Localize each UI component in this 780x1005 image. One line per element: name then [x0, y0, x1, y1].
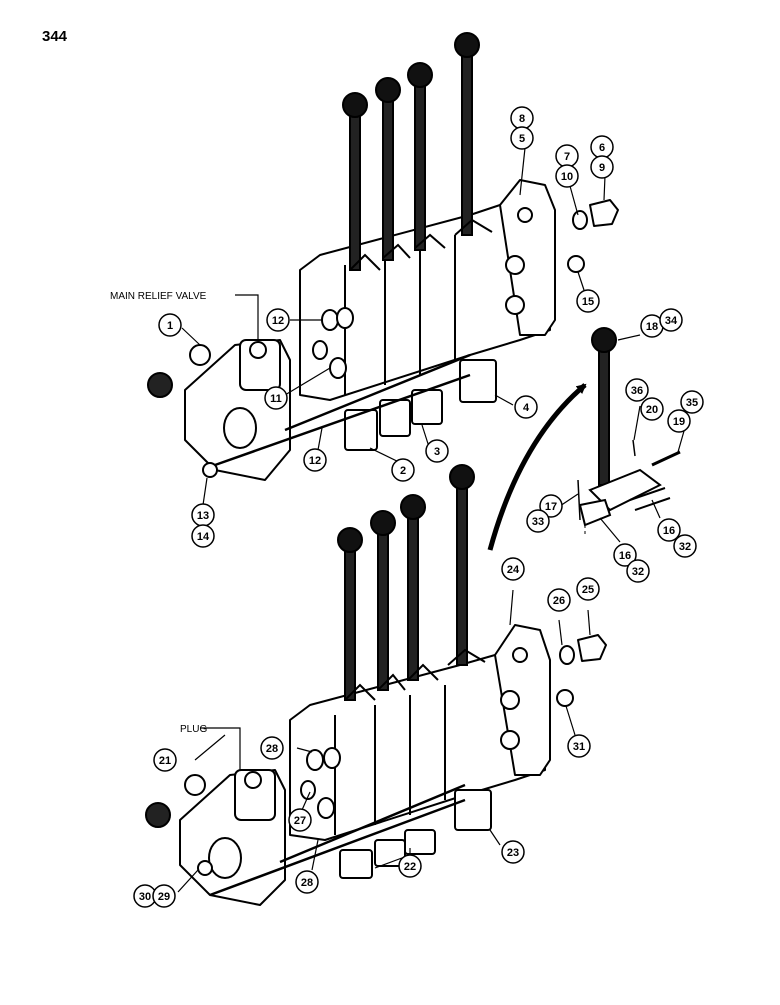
- callout-12: 12: [303, 448, 327, 472]
- svg-text:15: 15: [582, 296, 594, 308]
- callout-30-29: 30 29: [133, 884, 176, 908]
- svg-text:32: 32: [679, 541, 691, 553]
- svg-text:18: 18: [646, 321, 658, 333]
- svg-text:20: 20: [646, 404, 658, 416]
- svg-text:31: 31: [573, 741, 585, 753]
- callout-28: 28: [295, 870, 319, 894]
- svg-text:24: 24: [507, 564, 520, 576]
- callout-28: 28: [260, 736, 284, 760]
- detail-lever-linkage: [577, 327, 681, 535]
- svg-text:5: 5: [519, 133, 525, 145]
- svg-text:7: 7: [564, 151, 570, 163]
- callout-24: 24: [501, 557, 525, 581]
- callout-22: 22: [398, 854, 422, 878]
- main-relief-valve-label: MAIN RELIEF VALVE: [110, 291, 207, 302]
- callout-13-14: 13 14: [191, 503, 215, 548]
- callout-17-33: 17 33: [526, 494, 563, 533]
- callout-23: 23: [501, 840, 525, 864]
- leader-lines: [177, 147, 687, 893]
- svg-text:22: 22: [404, 861, 416, 873]
- svg-text:33: 33: [532, 516, 544, 528]
- callout-25: 25: [576, 577, 600, 601]
- svg-text:4: 4: [523, 402, 530, 414]
- svg-text:1: 1: [167, 320, 173, 332]
- svg-text:16: 16: [619, 550, 631, 562]
- svg-text:11: 11: [270, 393, 282, 405]
- stacked-callouts: 8 5 7 10 6 9 13 14 18 34 36 20: [133, 106, 704, 908]
- svg-text:13: 13: [197, 510, 209, 522]
- svg-text:23: 23: [507, 847, 519, 859]
- svg-text:9: 9: [599, 162, 605, 174]
- callout-15: 15: [576, 289, 600, 313]
- svg-text:21: 21: [159, 755, 171, 767]
- svg-text:34: 34: [665, 315, 678, 327]
- svg-text:32: 32: [632, 566, 644, 578]
- svg-text:30: 30: [139, 891, 151, 903]
- svg-text:28: 28: [266, 743, 278, 755]
- svg-text:35: 35: [686, 397, 698, 409]
- svg-text:16: 16: [663, 525, 675, 537]
- svg-text:10: 10: [561, 171, 573, 183]
- lower-valve-assembly: [145, 624, 607, 906]
- svg-text:28: 28: [301, 877, 313, 889]
- upper-control-levers: [342, 32, 493, 271]
- callout-3: 3: [425, 439, 449, 463]
- callout-16-32: 16 32: [613, 543, 650, 583]
- detail-arrow: [487, 383, 587, 551]
- page-number: 344: [42, 28, 68, 45]
- svg-text:12: 12: [309, 455, 321, 467]
- svg-text:25: 25: [582, 584, 594, 596]
- callout-27: 27: [288, 808, 312, 832]
- callout-7-10: 7 10: [555, 144, 579, 188]
- lower-control-levers: [337, 464, 486, 701]
- callout-4: 4: [514, 395, 538, 419]
- svg-text:8: 8: [519, 113, 525, 125]
- callout-6-9: 6 9: [590, 135, 614, 179]
- callouts: 1 12 11 12 4 3 2 15 24 26 25 31 21 28 27…: [153, 289, 600, 894]
- svg-text:2: 2: [400, 465, 406, 477]
- callout-26: 26: [547, 588, 571, 612]
- svg-text:12: 12: [272, 315, 284, 327]
- callout-35-19: 35 19: [667, 390, 704, 433]
- callout-2: 2: [391, 458, 415, 482]
- callout-18-34: 18 34: [640, 308, 683, 338]
- svg-text:29: 29: [158, 891, 170, 903]
- callout-11: 11: [264, 386, 288, 410]
- svg-text:3: 3: [434, 446, 440, 458]
- svg-text:36: 36: [631, 385, 643, 397]
- svg-text:6: 6: [599, 142, 605, 154]
- svg-text:19: 19: [673, 416, 685, 428]
- callout-21: 21: [153, 748, 177, 772]
- callout-16-32: 16 32: [657, 518, 697, 558]
- callout-36-20: 36 20: [625, 378, 664, 421]
- svg-text:14: 14: [197, 531, 210, 543]
- callout-1: 1: [158, 313, 182, 337]
- svg-text:27: 27: [294, 815, 306, 827]
- svg-text:17: 17: [545, 501, 557, 513]
- callout-12: 12: [266, 308, 290, 332]
- callout-8-5: 8 5: [510, 106, 534, 150]
- plug-label: PLUG: [180, 724, 207, 735]
- upper-valve-assembly: [147, 179, 619, 481]
- callout-31: 31: [567, 734, 591, 758]
- svg-text:26: 26: [553, 595, 565, 607]
